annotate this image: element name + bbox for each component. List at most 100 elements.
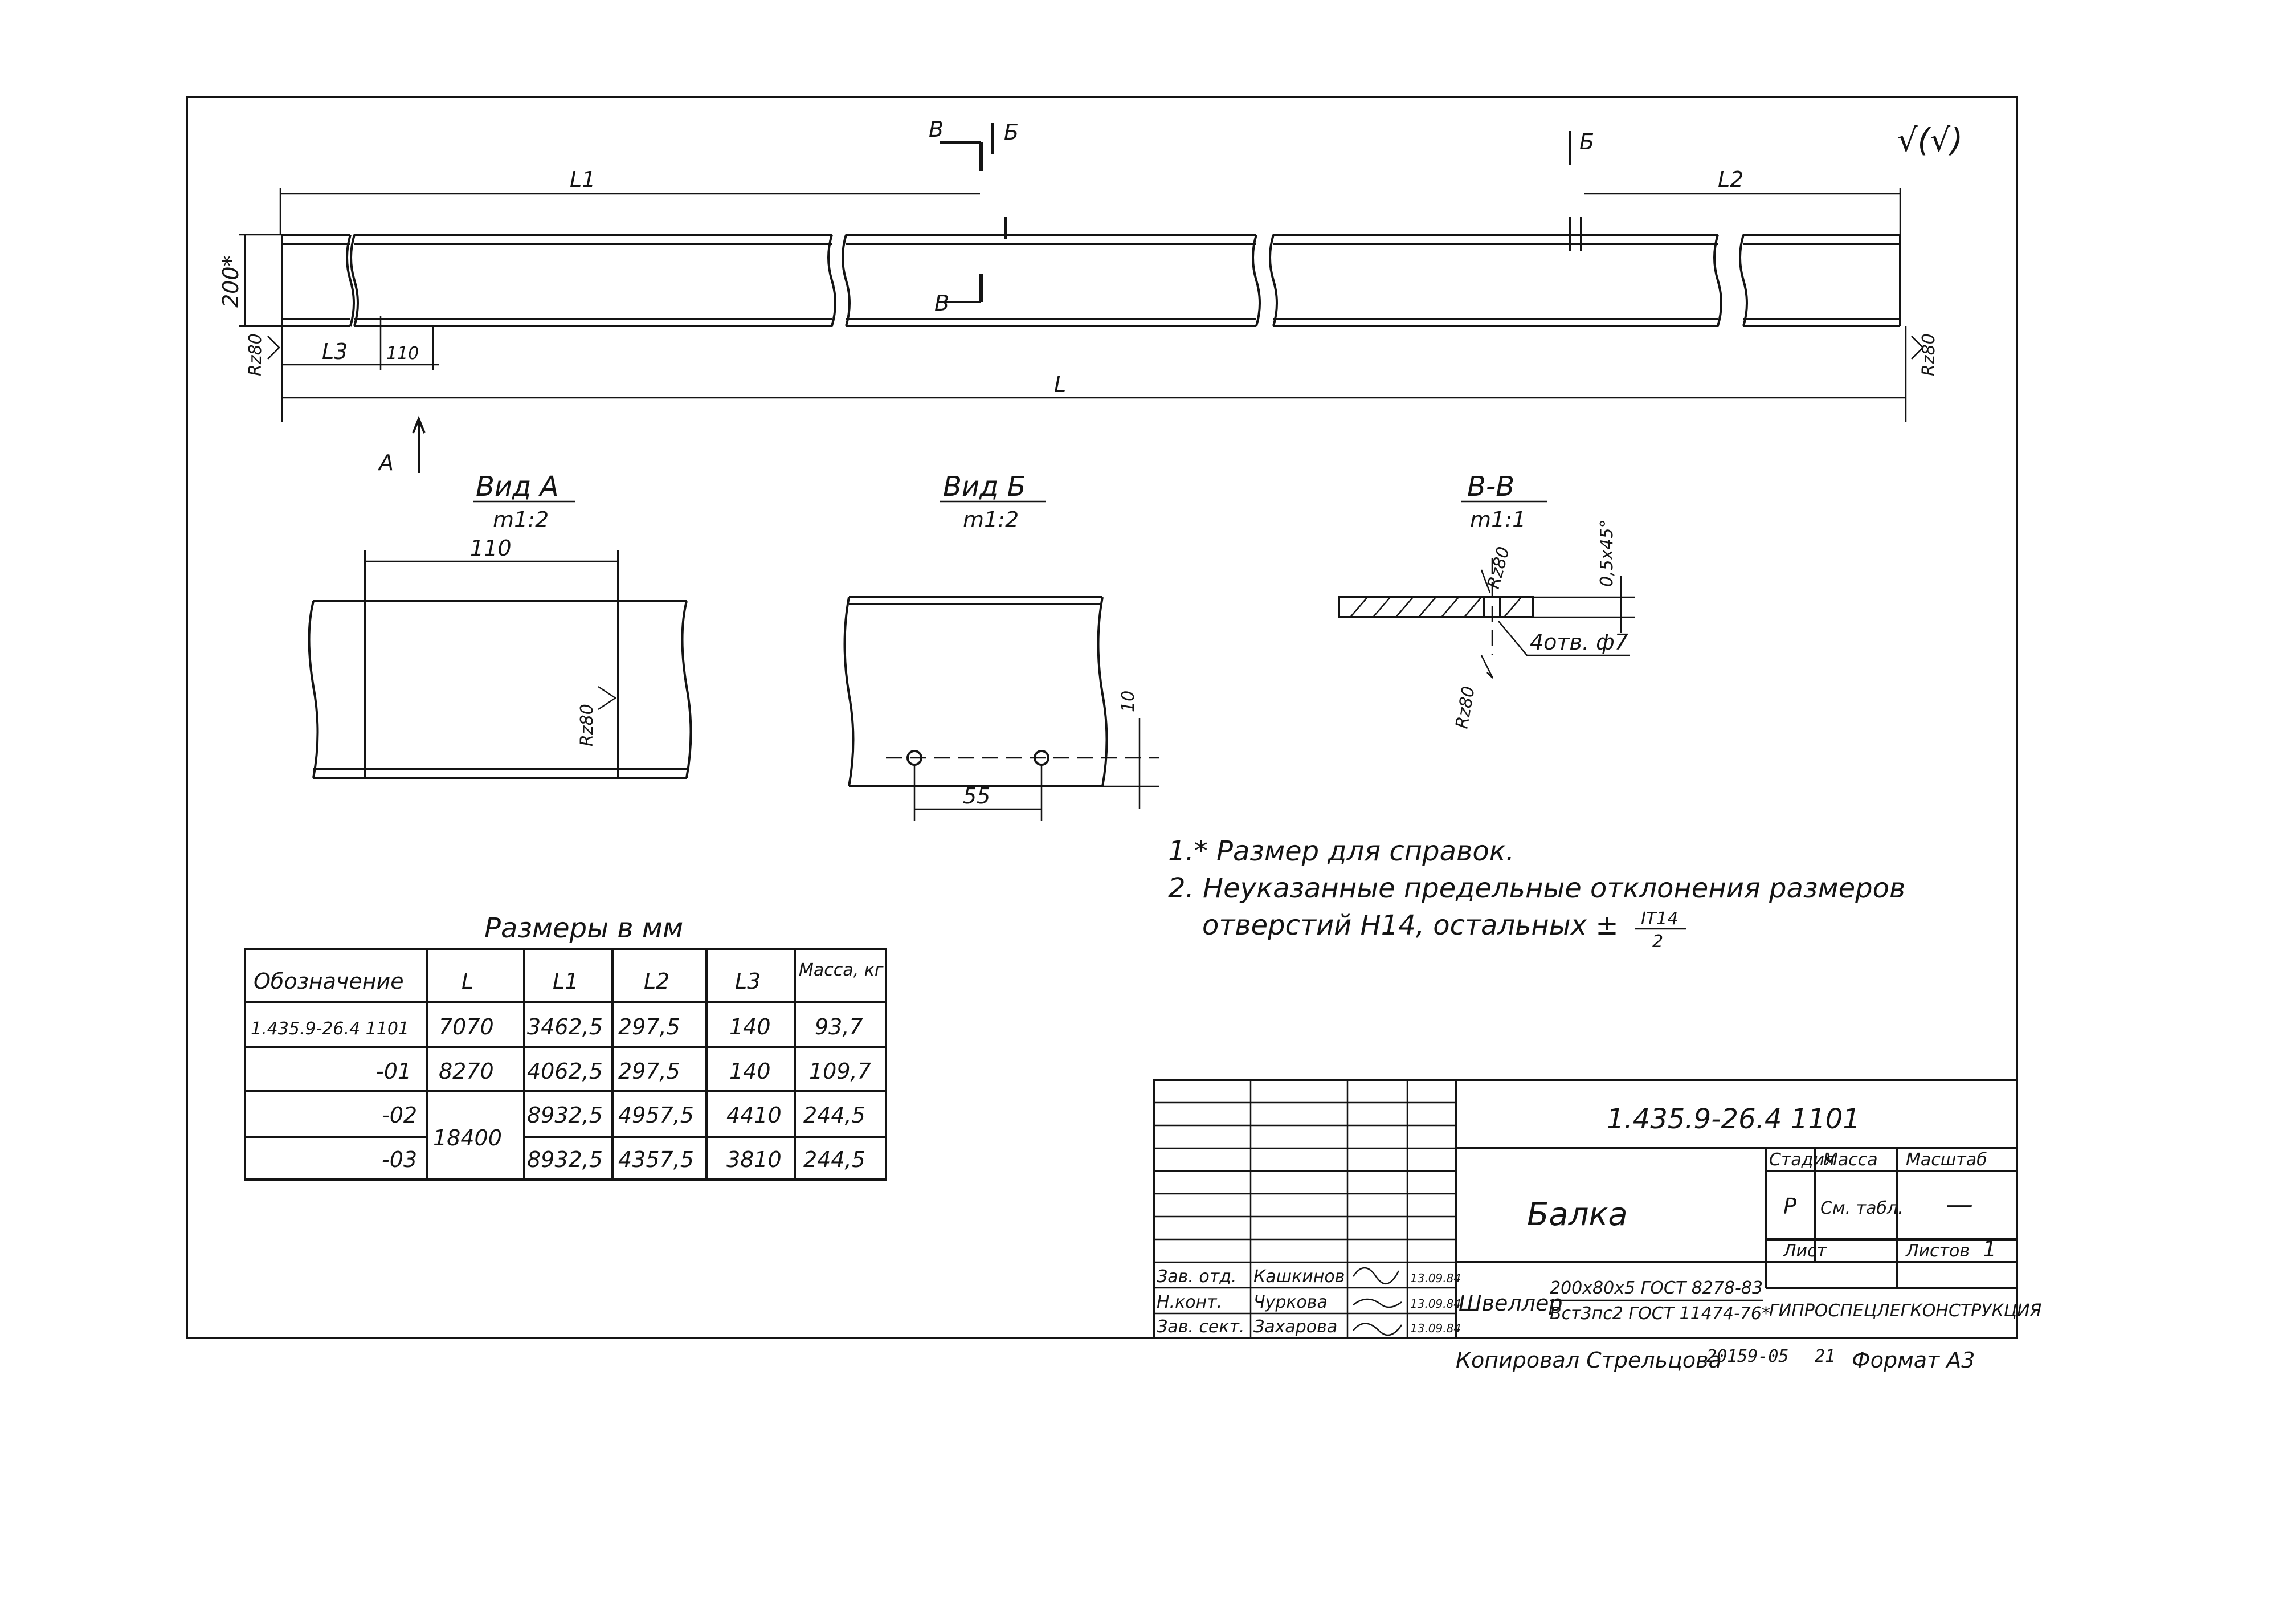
mass-value: См. табл. [1820, 1198, 1904, 1218]
view-b-mark-2: Б [1579, 129, 1594, 154]
signer-role: Зав. сект. [1157, 1317, 1244, 1337]
table-cell: 297,5 [618, 1059, 680, 1084]
section-mark-top: В [929, 117, 944, 142]
signer-date: 13.09.84 [1410, 1321, 1461, 1335]
view-a: Вид А m1:2 110 Rz80 [308, 471, 692, 779]
table-cell: 297,5 [618, 1014, 680, 1039]
dimensions-table: Размеры в мм Обозначение L L1 L2 L3 Масс… [244, 912, 887, 1181]
sheet-number: 21 [1815, 1346, 1835, 1366]
table-cell: 244,5 [803, 1147, 865, 1172]
mass-label: Масса [1823, 1150, 1878, 1170]
th-mass: Масса, кг [799, 960, 884, 980]
th-L: L [462, 969, 473, 994]
stage-label: Стадия [1769, 1150, 1835, 1170]
section-roughness-bottom: Rz80 [1452, 685, 1479, 731]
section-roughness-top: Rz80 [1484, 545, 1514, 591]
th-L1: L1 [553, 969, 578, 994]
stage-value: Р [1783, 1194, 1796, 1219]
section-holes: 4отв. ф7 [1530, 630, 1628, 655]
view-b-mark-1: Б [1004, 120, 1019, 145]
sheets-value: 1 [1983, 1237, 1996, 1262]
dim-L3: L3 [322, 339, 348, 364]
material-line-1: 200x80x5 ГОСТ 8278-83 [1550, 1278, 1763, 1298]
table-caption: Размеры в мм [484, 912, 683, 944]
table-cell: 140 [729, 1059, 771, 1084]
dim-L: L [1054, 372, 1066, 397]
note-2-frac-num: IT14 [1641, 909, 1678, 929]
signer-name: Кашкинов [1253, 1267, 1345, 1287]
table-cell: 4957,5 [618, 1103, 694, 1128]
section-bb: В-В m1:1 0,5x45° 4отв. ф7 Rz80 Rz80 [1338, 471, 1635, 731]
signer-name: Захарова [1253, 1317, 1337, 1337]
radius-right: Rz80 [1919, 333, 1939, 376]
organization: ГИПРОСПЕЦЛЕГКОНСТРУКЦИЯ [1769, 1301, 2042, 1321]
table-cell: 4410 [726, 1103, 782, 1128]
table-cell: -03 [382, 1147, 417, 1172]
note-2-line-1: 2. Неуказанные предельные отклонения раз… [1168, 872, 1905, 904]
drawing-frame [186, 96, 2018, 1339]
sheets-label: Листов [1905, 1241, 1970, 1261]
sheet-label: Лист [1783, 1241, 1828, 1261]
title-block: Зав. отд. Кашкинов 13.09.84 Н.конт. Чурк… [1153, 1079, 2042, 1339]
table-cell: -02 [382, 1103, 417, 1128]
format: Формат А3 [1852, 1348, 1975, 1373]
table-cell: 18400 [433, 1125, 502, 1150]
material-line-2: Вст3пс2 ГОСТ 11474-76* [1550, 1304, 1770, 1324]
table-cell: 93,7 [815, 1014, 863, 1039]
view-b: Вид Б m1:2 55 10 [843, 471, 1159, 821]
beam-main-view: В В Б Б L1 L2 200* L3 110 Rz80 Rz80 [218, 117, 1939, 475]
table-cell: 3462,5 [527, 1014, 603, 1039]
table-cell: -01 [376, 1059, 411, 1084]
signer-date: 13.09.84 [1410, 1271, 1461, 1285]
table-cell: 8932,5 [527, 1147, 603, 1172]
archive-number: 20159-05 [1706, 1346, 1789, 1366]
table-cell: 244,5 [803, 1103, 865, 1128]
section-bb-scale: m1:1 [1470, 507, 1526, 532]
signer-role: Зав. отд. [1157, 1267, 1236, 1287]
view-b-dim-10: 10 [1118, 691, 1138, 712]
view-a-title: Вид А [476, 471, 558, 503]
signer-date: 13.09.84 [1410, 1297, 1461, 1311]
view-b-scale: m1:2 [963, 507, 1019, 532]
footer: Копировал Стрельцова 20159-05 21 Формат … [1456, 1346, 1975, 1373]
signer-role: Н.конт. [1157, 1292, 1222, 1312]
th-L2: L2 [644, 969, 669, 994]
view-b-title: Вид Б [943, 471, 1026, 503]
note-1: 1.* Размер для справок. [1168, 835, 1514, 867]
material-prefix: Швеллер [1459, 1291, 1563, 1316]
view-a-roughness: Rz80 [577, 704, 597, 746]
table-cell: 140 [729, 1014, 771, 1039]
signer-name: Чуркова [1253, 1292, 1328, 1312]
table-cell: 3810 [726, 1147, 782, 1172]
notes: 1.* Размер для справок. 2. Неуказанные п… [1168, 835, 1905, 952]
view-b-dim-55: 55 [963, 784, 990, 809]
table-cell: 4062,5 [527, 1059, 603, 1084]
view-a-arrow: А [377, 450, 394, 475]
table-cell: 8270 [439, 1059, 494, 1084]
section-mark-bottom: В [934, 291, 949, 316]
table-cell: 109,7 [809, 1059, 871, 1084]
th-L3: L3 [735, 969, 761, 994]
dim-height: 200* [218, 255, 243, 308]
note-2-frac-den: 2 [1652, 932, 1663, 952]
part-name: Балка [1527, 1196, 1628, 1233]
radius-left: Rz80 [246, 333, 266, 376]
table-cell: 1.435.9-26.4 1101 [251, 1019, 409, 1039]
table-cell: 8932,5 [527, 1103, 603, 1128]
dim-110-main: 110 [386, 344, 419, 364]
table-cell: 7070 [439, 1014, 494, 1039]
note-2-line-2: отверстий H14, остальных ± [1202, 909, 1619, 941]
section-bb-title: В-В [1467, 471, 1514, 503]
th-designation: Обозначение [254, 969, 404, 994]
scale-label: Масштаб [1906, 1150, 1987, 1170]
scale-value: — [1946, 1189, 1973, 1221]
dim-L2: L2 [1718, 167, 1743, 192]
copied-by: Копировал Стрельцова [1456, 1348, 1722, 1373]
view-a-scale: m1:2 [493, 507, 549, 532]
table-cell: 4357,5 [618, 1147, 694, 1172]
roughness-mark: √(√) [1897, 122, 1963, 159]
dim-L1: L1 [570, 167, 595, 192]
doc-number: 1.435.9-26.4 1101 [1607, 1103, 1860, 1135]
view-a-dim-110: 110 [470, 536, 512, 561]
